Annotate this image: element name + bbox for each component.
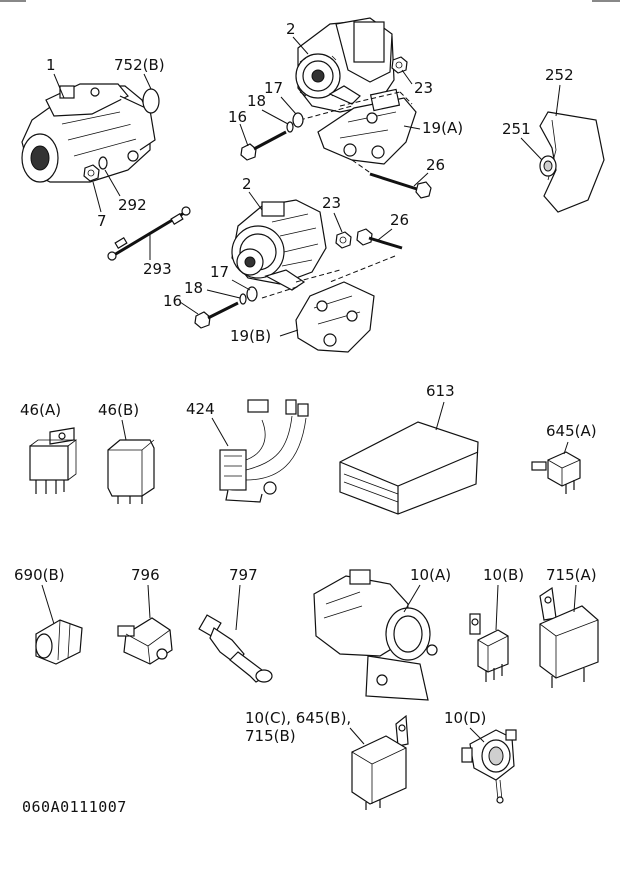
flat-washer-upper[interactable] bbox=[292, 112, 304, 128]
label-cover-part: 251 bbox=[502, 120, 531, 138]
relay-46a[interactable] bbox=[29, 427, 78, 494]
sensor-797[interactable] bbox=[198, 614, 273, 683]
long-bolt-lower[interactable] bbox=[356, 228, 403, 250]
label-relay-10a: 10(A) bbox=[410, 566, 451, 584]
label-alternator-lower: 2 bbox=[242, 175, 252, 193]
bracket-upper[interactable] bbox=[317, 88, 417, 165]
label-relay-group-line2: 715(B) bbox=[245, 727, 296, 745]
label-harness: 424 bbox=[186, 400, 215, 418]
label-washer-lower: 17 bbox=[210, 263, 229, 281]
diagram-code: 060A0111007 bbox=[22, 798, 127, 816]
label-long-bolt-upper: 26 bbox=[426, 156, 445, 174]
label-starter-nut: 7 bbox=[97, 212, 107, 230]
starter-washer[interactable] bbox=[98, 156, 108, 170]
label-relay-645a: 645(A) bbox=[546, 422, 597, 440]
label-washer-upper: 17 bbox=[264, 79, 283, 97]
label-cable: 293 bbox=[143, 260, 172, 278]
bolt-upper[interactable] bbox=[240, 130, 287, 161]
lock-washer-upper[interactable] bbox=[286, 121, 294, 133]
label-lockwasher-lower: 18 bbox=[184, 279, 203, 297]
relay-10a[interactable] bbox=[313, 569, 438, 701]
label-bracket-upper: 19(A) bbox=[422, 119, 463, 137]
label-relay-715a: 715(A) bbox=[546, 566, 597, 584]
label-sensor-797: 797 bbox=[229, 566, 258, 584]
label-relay-46b: 46(B) bbox=[98, 401, 139, 419]
label-bolt-upper: 16 bbox=[228, 108, 247, 126]
label-cover: 252 bbox=[545, 66, 574, 84]
wiring-harness[interactable] bbox=[219, 399, 309, 503]
long-bolt-upper[interactable] bbox=[369, 172, 432, 199]
label-oring: 752(B) bbox=[114, 56, 165, 74]
label-alternator-upper: 2 bbox=[286, 20, 296, 38]
alternator-upper[interactable] bbox=[295, 17, 395, 113]
alternator-cover[interactable] bbox=[539, 111, 605, 213]
connector-690b[interactable] bbox=[35, 619, 83, 665]
label-controller: 613 bbox=[426, 382, 455, 400]
controller-module[interactable] bbox=[339, 421, 479, 515]
label-lockwasher-upper: 18 bbox=[247, 92, 266, 110]
relay-46b[interactable] bbox=[107, 439, 155, 504]
label-nut-lower: 23 bbox=[322, 194, 341, 212]
bolt-lower[interactable] bbox=[194, 301, 239, 329]
label-sensor-796: 796 bbox=[131, 566, 160, 584]
label-long-bolt-lower: 26 bbox=[390, 211, 409, 229]
starter-nut[interactable] bbox=[83, 164, 100, 182]
alternator-lower[interactable] bbox=[231, 199, 327, 291]
label-starter-washer: 292 bbox=[118, 196, 147, 214]
label-relay-46a: 46(A) bbox=[20, 401, 61, 419]
nut-upper[interactable] bbox=[391, 56, 408, 74]
nut-lower[interactable] bbox=[335, 231, 352, 249]
label-nut-upper: 23 bbox=[414, 79, 433, 97]
battery-cable[interactable] bbox=[107, 206, 191, 261]
label-relay-group-line1: 10(C), 645(B), bbox=[245, 709, 351, 727]
label-bracket-lower: 19(B) bbox=[230, 327, 271, 345]
sensor-796[interactable] bbox=[117, 617, 173, 665]
relay-10b[interactable] bbox=[469, 613, 509, 682]
label-connector: 690(B) bbox=[14, 566, 65, 584]
bracket-lower[interactable] bbox=[295, 281, 375, 353]
lock-washer-lower[interactable] bbox=[239, 293, 247, 305]
relay-645a[interactable] bbox=[531, 451, 581, 494]
label-bolt-lower: 16 bbox=[163, 292, 182, 310]
label-relay-10d: 10(D) bbox=[444, 709, 486, 727]
relay-10c-645b-715b[interactable] bbox=[351, 714, 409, 810]
label-starter: 1 bbox=[46, 56, 56, 74]
o-ring[interactable] bbox=[142, 88, 160, 114]
flat-washer-lower[interactable] bbox=[246, 286, 258, 302]
relay-10d[interactable] bbox=[461, 729, 517, 804]
label-relay-10b: 10(B) bbox=[483, 566, 524, 584]
relay-715a[interactable] bbox=[539, 586, 599, 688]
